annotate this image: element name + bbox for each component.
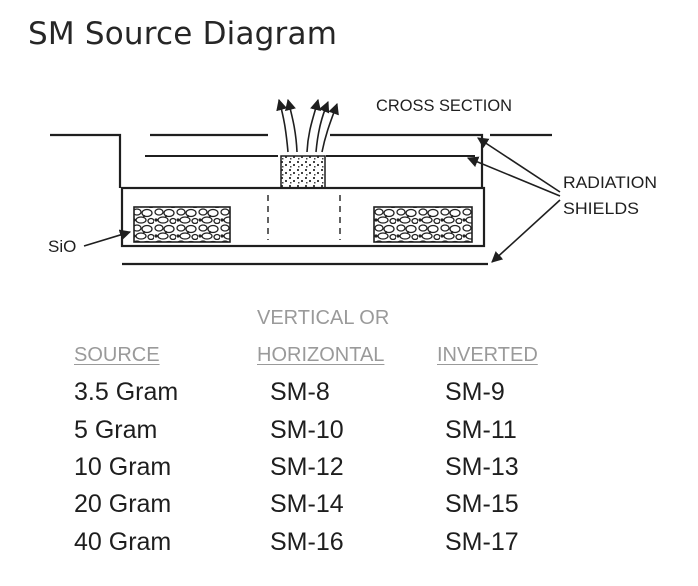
inverted-cell: SM-9 — [445, 378, 505, 406]
source-material-left — [133, 206, 231, 243]
source-cell: 3.5 Gram — [74, 378, 179, 406]
radiation-pointers — [466, 137, 561, 263]
cross-section-label: CROSS SECTION — [376, 96, 512, 115]
source-cell: 5 Gram — [74, 416, 158, 444]
source-cell: 40 Gram — [74, 528, 172, 556]
vertical-cell: SM-10 — [270, 416, 344, 444]
header-source: SOURCE — [74, 344, 160, 366]
inverted-cell: SM-11 — [445, 416, 517, 444]
inverted-cell: SM-13 — [445, 453, 519, 481]
radiation-label: RADIATION — [563, 173, 657, 192]
page-title: SM Source Diagram — [28, 16, 338, 52]
top-shield — [50, 133, 552, 188]
shields-label: SHIELDS — [563, 199, 639, 218]
vertical-cell: SM-16 — [270, 528, 344, 556]
sio-pointer — [83, 229, 132, 247]
source-housing — [120, 186, 486, 248]
inverted-cell: SM-17 — [445, 528, 519, 556]
emission-arrows — [276, 98, 339, 153]
source-material-right — [373, 206, 473, 243]
source-cell: 20 Gram — [74, 490, 172, 518]
sio-label: SiO — [48, 237, 76, 256]
header-vertical-line1: VERTICAL OR — [257, 307, 390, 329]
emission-window — [280, 155, 326, 189]
vertical-cell: SM-14 — [270, 490, 344, 518]
vertical-cell: SM-8 — [270, 378, 330, 406]
source-cell: 10 Gram — [74, 453, 172, 481]
header-inverted: INVERTED — [437, 344, 538, 366]
vertical-cell: SM-12 — [270, 453, 344, 481]
header-vertical-line2: HORIZONTAL — [257, 344, 385, 366]
inverted-cell: SM-15 — [445, 490, 519, 518]
